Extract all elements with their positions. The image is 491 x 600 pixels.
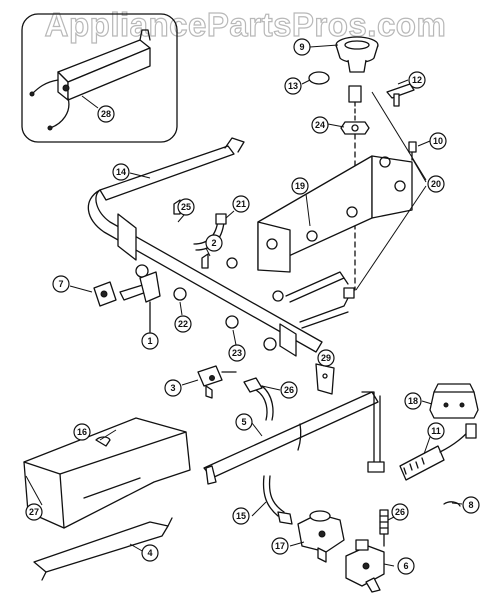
svg-text:17: 17 (275, 541, 285, 551)
pipe-5 (203, 391, 385, 485)
svg-text:14: 14 (116, 167, 126, 177)
callout-12: 12 (408, 71, 426, 89)
svg-text:25: 25 (181, 202, 191, 212)
callout-1: 1 (141, 332, 159, 350)
svg-text:12: 12 (412, 75, 422, 85)
callout-11: 11 (427, 422, 445, 440)
callout-28: 28 (97, 105, 115, 123)
callout-29: 29 (317, 349, 335, 367)
burner-shield (23, 417, 191, 581)
callouts: 28 9 13 12 24 10 14 19 20 25 21 2 7 22 1… (25, 38, 480, 575)
callout-17: 17 (271, 537, 289, 555)
svg-text:18: 18 (408, 396, 418, 406)
callout-5: 5 (235, 413, 253, 431)
svg-text:13: 13 (288, 81, 298, 91)
callout-23: 23 (228, 344, 246, 362)
svg-text:20: 20 (431, 179, 441, 189)
fitting-26-lower (379, 509, 389, 547)
svg-text:3: 3 (170, 383, 175, 393)
callout-8: 8 (462, 496, 480, 514)
manifold-pipe (87, 137, 355, 357)
gas-valve (93, 271, 161, 333)
elbow-fitting (243, 377, 274, 421)
callout-24: 24 (311, 116, 329, 134)
clip-8 (443, 501, 461, 507)
svg-text:16: 16 (77, 427, 87, 437)
callout-13: 13 (284, 77, 302, 95)
svg-text:21: 21 (236, 199, 246, 209)
svg-text:10: 10 (433, 136, 443, 146)
svg-text:2: 2 (211, 238, 216, 248)
igniter (399, 423, 477, 481)
svg-text:26: 26 (395, 507, 405, 517)
callout-18: 18 (404, 392, 422, 410)
callout-14: 14 (112, 163, 130, 181)
svg-text:11: 11 (431, 426, 441, 436)
svg-text:7: 7 (58, 279, 63, 289)
svg-text:23: 23 (232, 348, 242, 358)
regulator-valve (297, 510, 345, 563)
svg-text:15: 15 (236, 511, 246, 521)
callout-26-lower: 26 (391, 503, 409, 521)
callout-26-upper: 26 (280, 381, 298, 399)
svg-text:26: 26 (284, 385, 294, 395)
callout-16: 16 (73, 423, 91, 441)
svg-text:5: 5 (241, 417, 246, 427)
valve-6 (345, 539, 385, 593)
callout-22: 22 (174, 315, 192, 333)
svg-text:8: 8 (468, 500, 473, 510)
svg-text:29: 29 (321, 353, 331, 363)
svg-text:6: 6 (403, 561, 408, 571)
tube-15 (262, 475, 293, 525)
regulator (429, 383, 479, 419)
watermark-text: AppliancePartsPros.com (44, 5, 447, 43)
callout-19: 19 (291, 177, 309, 195)
svg-text:1: 1 (147, 336, 152, 346)
callout-2: 2 (205, 234, 223, 252)
callout-15: 15 (232, 507, 250, 525)
burner-assembly (308, 36, 417, 291)
svg-text:22: 22 (178, 319, 188, 329)
bracket-29 (315, 363, 335, 395)
burner-bracket (257, 155, 413, 273)
svg-text:9: 9 (299, 42, 304, 52)
callout-21: 21 (232, 195, 250, 213)
svg-text:4: 4 (147, 548, 152, 558)
svg-text:28: 28 (101, 109, 111, 119)
callout-6: 6 (397, 557, 415, 575)
callout-27: 27 (25, 503, 43, 521)
svg-text:24: 24 (315, 120, 325, 130)
valve-3 (197, 365, 237, 399)
callout-10: 10 (429, 132, 447, 150)
inset-panel (21, 13, 178, 143)
svg-text:27: 27 (29, 507, 39, 517)
callout-3: 3 (164, 379, 182, 397)
svg-text:19: 19 (295, 181, 305, 191)
callout-4: 4 (141, 544, 159, 562)
callout-7: 7 (52, 275, 70, 293)
callout-25: 25 (177, 198, 195, 216)
callout-9: 9 (293, 38, 311, 56)
callout-20: 20 (427, 175, 445, 193)
